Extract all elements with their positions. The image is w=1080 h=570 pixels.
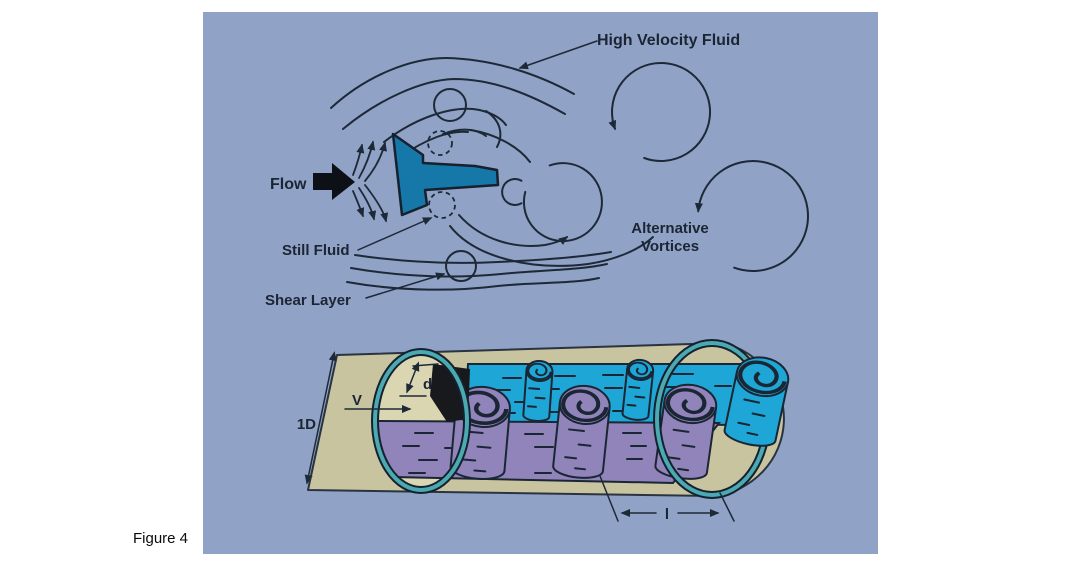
plate-height-label: 1D <box>297 416 316 433</box>
vortex-shedding-diagram: Flow High Velocity Fluid Still Fluid She… <box>265 32 809 523</box>
flow-label: Flow <box>270 176 307 193</box>
lower-streamlines <box>346 251 612 291</box>
alternative-vortices-label-line2: Vortices <box>641 238 699 255</box>
wake-streamlines <box>449 129 654 267</box>
upper-streamlines <box>330 56 575 159</box>
shear-layer-circle <box>445 250 477 282</box>
figure-caption: Figure 4 <box>133 530 189 547</box>
shedder-width-dimension-arrow <box>406 361 420 394</box>
pipe-ring-left <box>371 348 471 494</box>
still-fluid-pointer <box>357 217 433 251</box>
still-fluid-circle-lower <box>428 191 456 219</box>
lower-right-vortex-circle <box>694 160 809 273</box>
still-fluid-circle-upper <box>427 130 453 156</box>
velocity-label: V <box>352 392 362 409</box>
flow-arrow-icon <box>313 163 355 200</box>
blue-vortex-roll-1 <box>522 359 554 422</box>
shear-layer-pointer <box>365 272 446 299</box>
alternative-vortices-label-line1: Alternative <box>631 220 709 237</box>
purple-vortex-roll-2 <box>552 384 611 479</box>
deflection-arrows <box>352 140 389 223</box>
blue-vortex-roll-3 <box>723 356 792 447</box>
flow-pattern-diagram: Flow High Velocity Fluid Still Fluid She… <box>265 32 809 309</box>
blue-vortex-roll-2 <box>621 358 655 421</box>
shear-layer-label: Shear Layer <box>265 292 351 309</box>
upper-right-vortex-circle <box>608 62 711 162</box>
pointer-lines <box>357 40 598 299</box>
vortex-spacing-extension-lines <box>599 475 735 522</box>
high-velocity-fluid-label: High Velocity Fluid <box>597 32 740 49</box>
vortex-spacing-label: l <box>665 506 669 523</box>
high-velocity-pointer <box>518 40 598 70</box>
vortices <box>501 62 809 273</box>
figure-panel: Flow High Velocity Fluid Still Fluid She… <box>203 12 878 554</box>
tail-tip-loop <box>501 178 523 206</box>
vortex-street-3d-diagram: 1D V d l <box>297 339 792 523</box>
still-fluid-label: Still Fluid <box>282 242 350 259</box>
purple-vortex-roll-3 <box>654 383 718 480</box>
wake-vortex-circle <box>522 162 603 243</box>
shedder-width-label: d <box>423 376 432 393</box>
plate-height-dimension-arrow <box>304 351 337 485</box>
dimension-annotations: 1D V d l <box>297 351 735 523</box>
bluff-body <box>391 132 500 217</box>
vortex-core-circle <box>433 88 467 122</box>
